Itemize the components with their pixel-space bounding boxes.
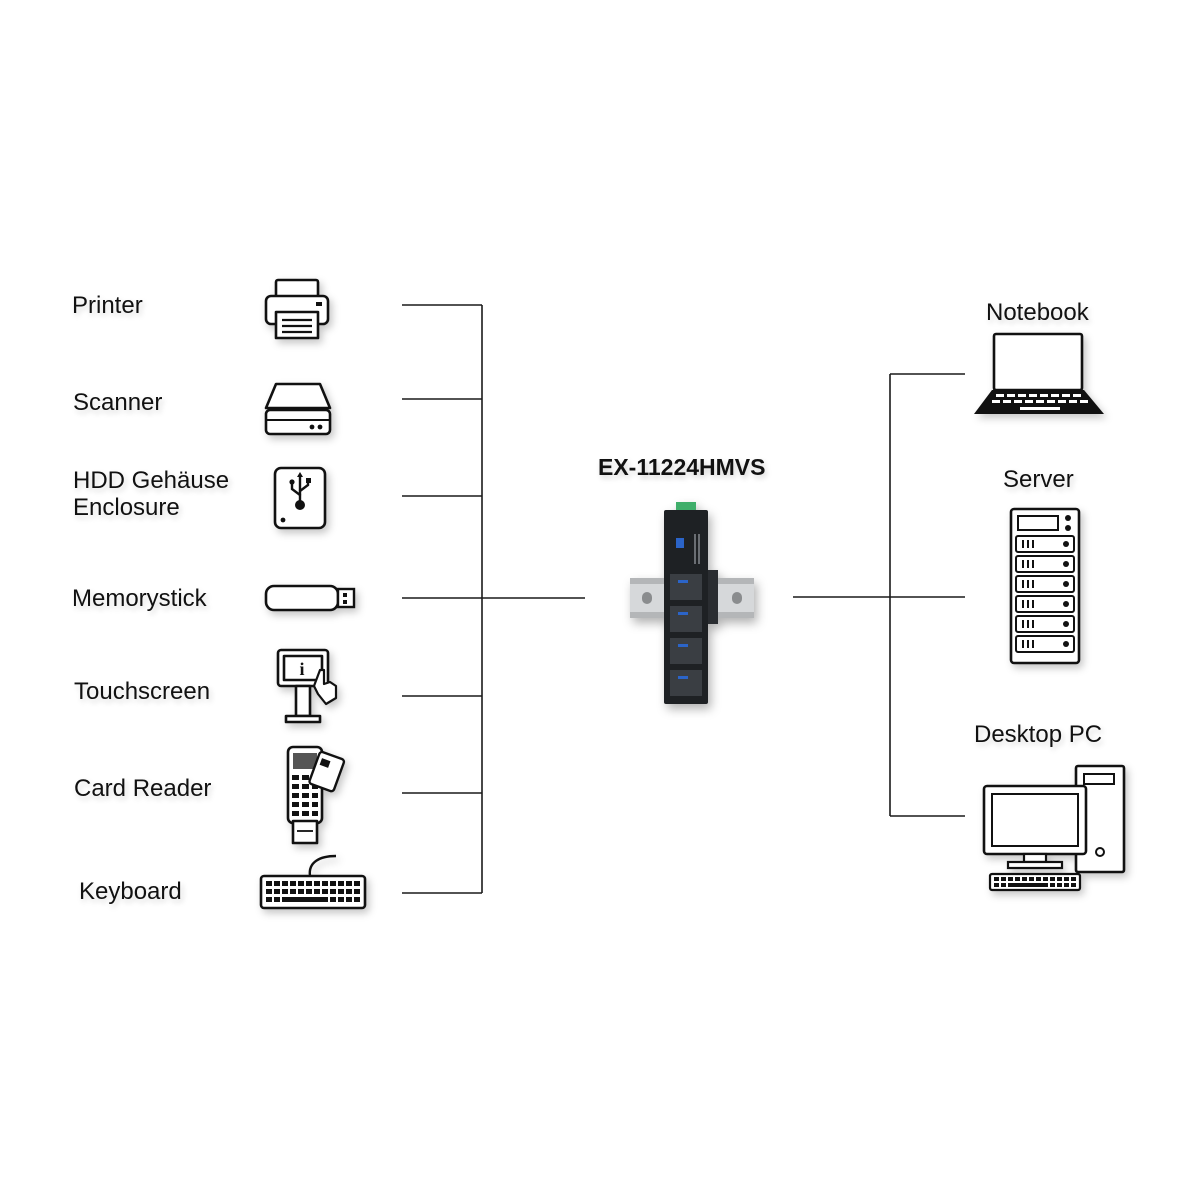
usb-drive-enclosure-icon	[272, 465, 328, 536]
usb-hub-device	[628, 500, 758, 715]
label-hdd-line2: Enclosure	[73, 494, 180, 521]
label-notebook: Notebook	[986, 299, 1089, 326]
label-server: Server	[1003, 466, 1074, 493]
label-card-reader: Card Reader	[74, 775, 212, 802]
server-rack-icon	[1008, 506, 1082, 671]
desktop-pc-icon	[980, 764, 1128, 899]
label-touchscreen: Touchscreen	[74, 678, 211, 705]
svg-text:i: i	[299, 659, 304, 679]
label-printer: Printer	[72, 292, 143, 319]
label-scanner: Scanner	[73, 389, 163, 416]
printer-icon	[262, 278, 332, 347]
label-desktop-pc: Desktop PC	[974, 721, 1103, 748]
card-reader-icon	[284, 745, 346, 850]
keyboard-icon	[258, 852, 368, 915]
usb-stick-icon	[262, 580, 358, 621]
label-hdd-line1: HDD Gehäuse	[73, 467, 230, 494]
label-keyboard: Keyboard	[79, 878, 182, 905]
scanner-icon	[262, 382, 334, 443]
label-memorystick: Memorystick	[72, 585, 207, 612]
laptop-icon	[972, 332, 1108, 423]
hub-model-title: EX-11224HMVS	[598, 454, 766, 480]
kiosk-touchscreen-icon: i	[276, 648, 342, 729]
